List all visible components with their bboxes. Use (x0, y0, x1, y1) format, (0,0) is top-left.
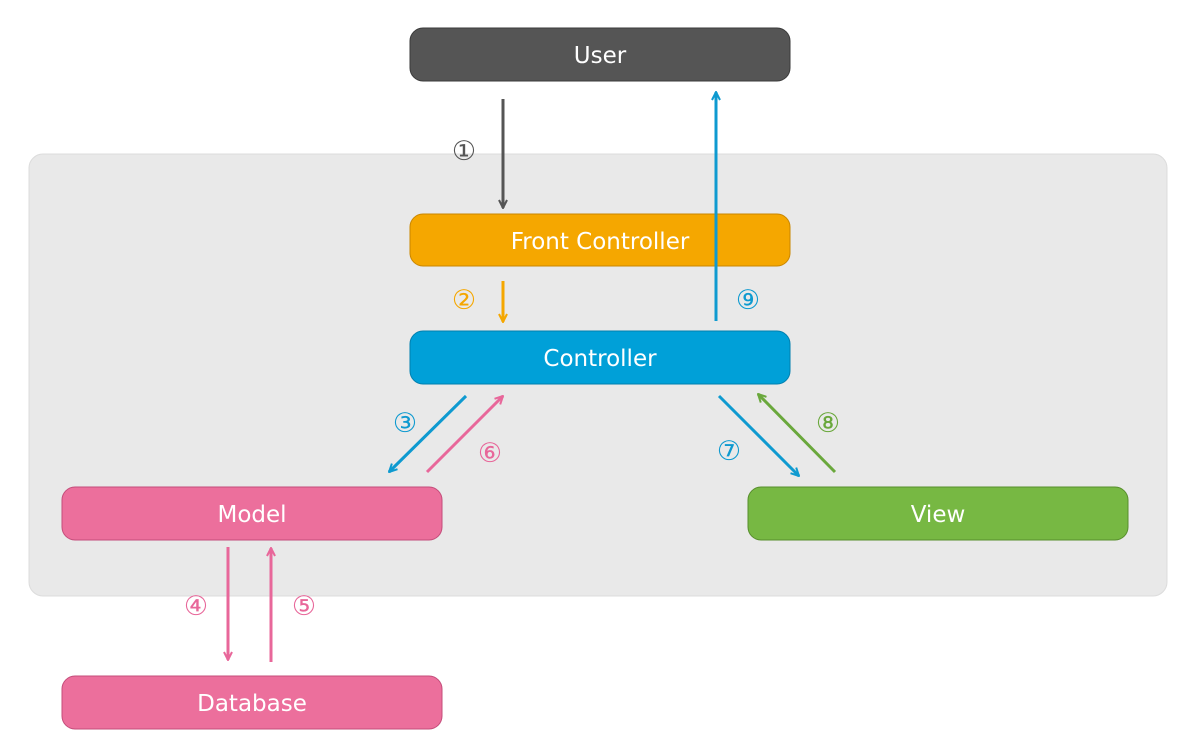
step-1-label: ① (452, 136, 476, 167)
view-node: View (747, 486, 1129, 541)
user-node: User (409, 27, 791, 82)
step-4-label: ④ (184, 591, 208, 622)
arrow-step-8 (758, 394, 837, 474)
user-node-label: User (574, 43, 627, 69)
front-controller-node: Front Controller (409, 213, 791, 267)
step-2-label: ② (452, 285, 476, 316)
front-controller-node-label: Front Controller (511, 229, 690, 255)
model-node-label: Model (217, 502, 286, 528)
step-5-label: ⑤ (292, 591, 316, 622)
arrow-step-6 (425, 396, 503, 474)
database-node-label: Database (197, 691, 307, 717)
controller-node: Controller (409, 330, 791, 385)
arrow-step-3 (389, 394, 468, 472)
view-node-label: View (911, 502, 966, 528)
step-9-label: ⑨ (736, 285, 760, 316)
step-3-label: ③ (393, 408, 417, 439)
step-7-label: ⑦ (717, 436, 741, 467)
controller-node-label: Controller (543, 346, 657, 372)
step-6-label: ⑥ (478, 438, 502, 469)
model-node: Model (61, 486, 443, 541)
step-8-label: ⑧ (816, 408, 840, 439)
arrow-step-7 (717, 394, 799, 476)
database-node: Database (61, 675, 443, 730)
